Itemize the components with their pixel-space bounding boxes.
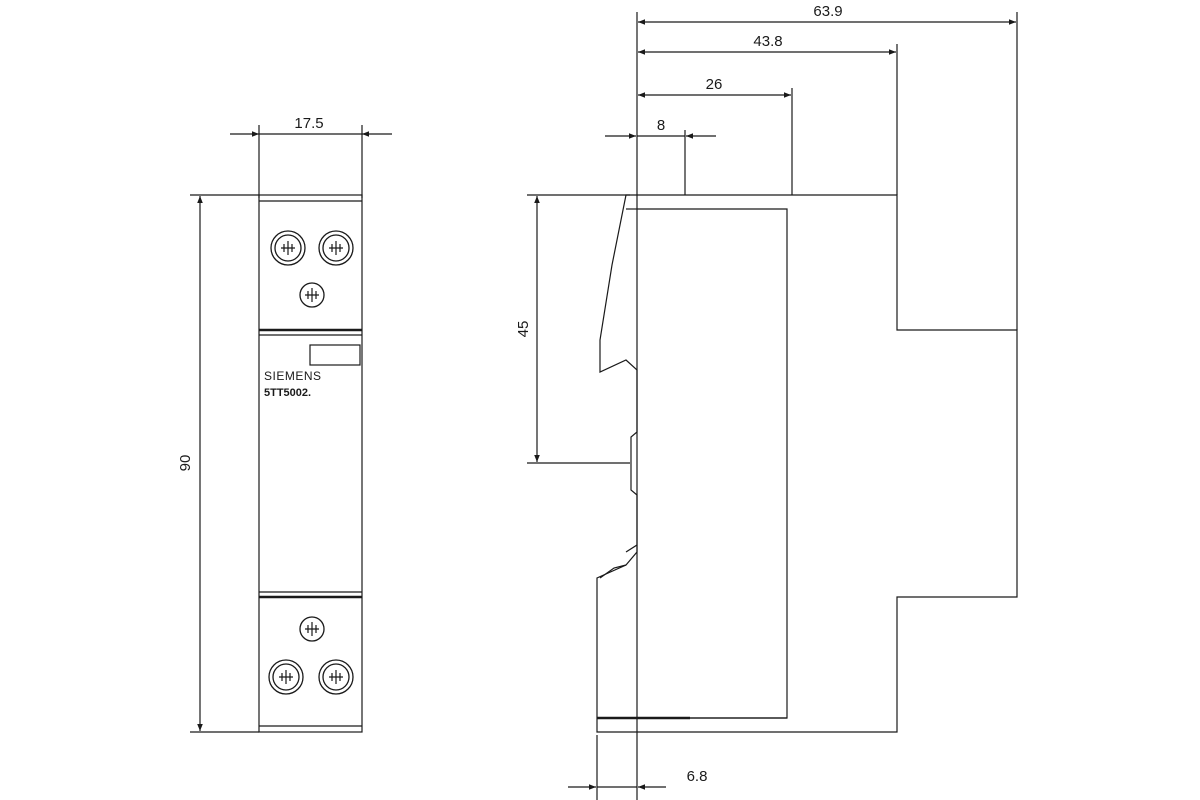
front-view: 17.5 90 SIEMENS 5TT5002. — [177, 115, 392, 733]
model-number: 5TT5002. — [264, 387, 311, 399]
side-view: 63.9 43.8 26 8 45 6.8 — [515, 3, 1018, 800]
terminal-screw-top-right — [318, 230, 354, 266]
device-side-profile — [596, 194, 1018, 733]
terminal-screw-bottom-center — [299, 616, 325, 642]
depth-label-43-8: 43.8 — [753, 33, 782, 50]
terminal-screw-bottom-left — [268, 659, 304, 695]
depth-label-26: 26 — [706, 76, 723, 93]
depth-label-8: 8 — [657, 117, 665, 134]
rail-offset-label: 6.8 — [687, 768, 708, 785]
depth-label-63-9: 63.9 — [813, 3, 842, 20]
rail-height-label: 45 — [515, 321, 532, 338]
brand-logo: SIEMENS — [264, 369, 322, 383]
terminal-screw-top-left — [270, 230, 306, 266]
width-label: 17.5 — [294, 115, 323, 132]
terminal-screw-top-center — [299, 282, 325, 308]
height-label: 90 — [177, 455, 194, 472]
device-front-body — [258, 194, 363, 733]
label-window — [309, 344, 361, 366]
terminal-screw-bottom-right — [318, 659, 354, 695]
